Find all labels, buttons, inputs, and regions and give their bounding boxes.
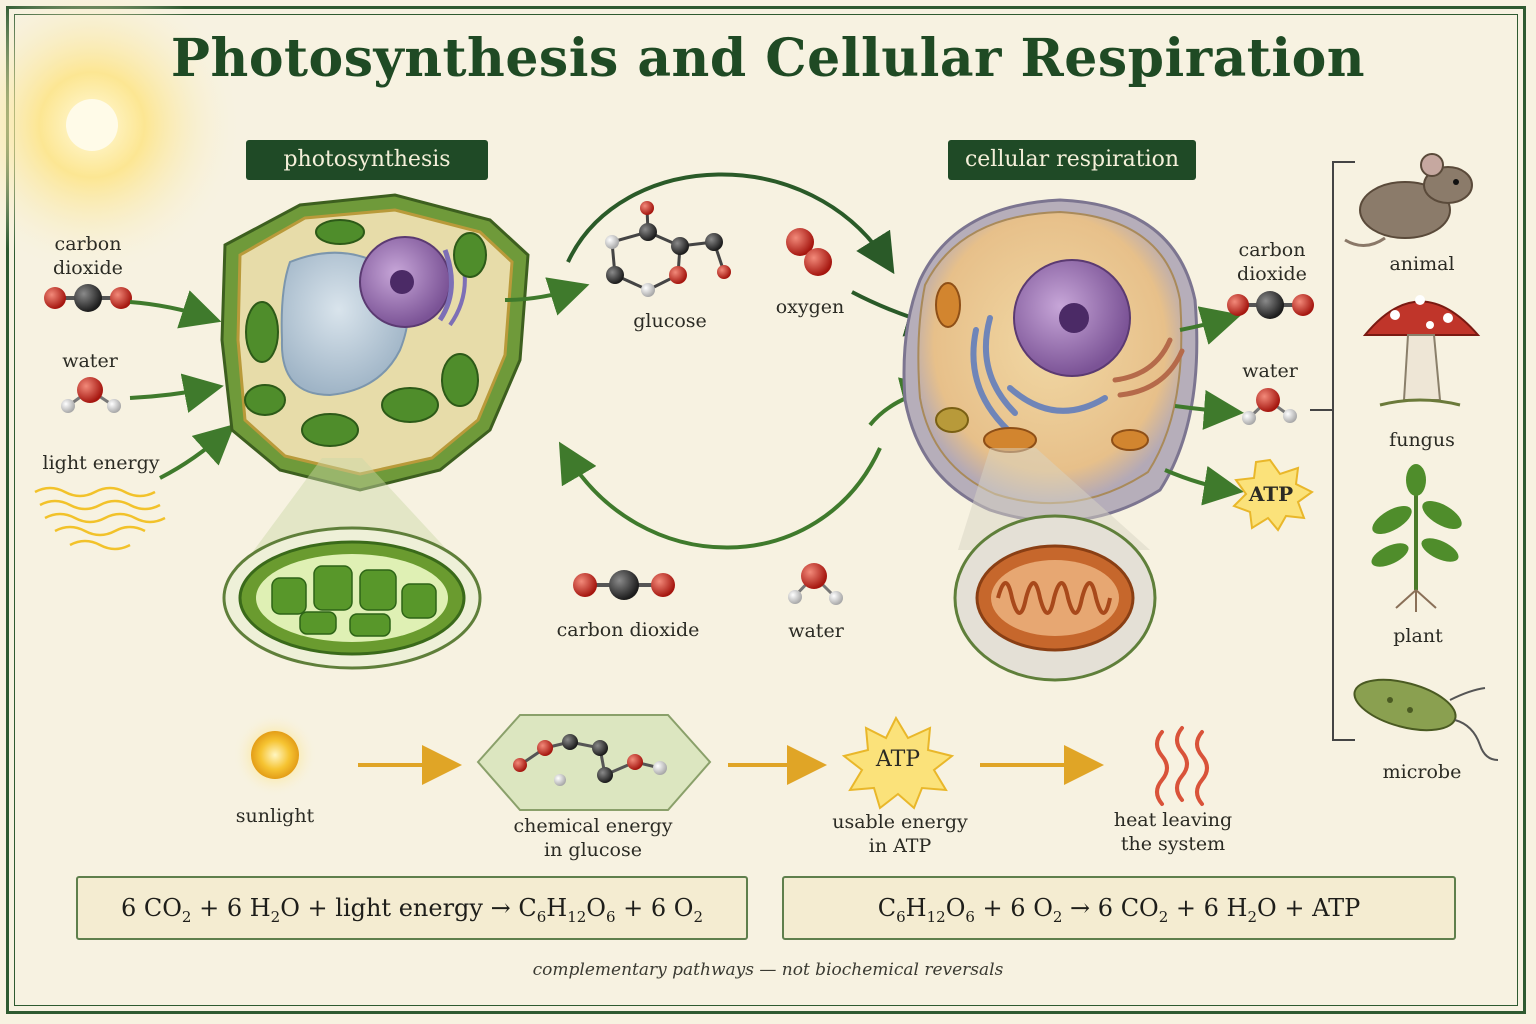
atp-energy-line1: usable energy bbox=[832, 811, 968, 833]
plant-sprout-icon bbox=[1371, 464, 1462, 612]
input-co2-label: carbon dioxide bbox=[40, 232, 136, 280]
photosynthesis-equation: 6 CO2 + 6 H2O + light energy → C6H12O6 +… bbox=[76, 876, 748, 940]
arrow-water-in bbox=[129, 373, 224, 413]
photosynthesis-banner: photosynthesis bbox=[246, 140, 488, 180]
output-water-label: water bbox=[1242, 360, 1298, 382]
page-title: Photosynthesis and Cellular Respiration bbox=[170, 28, 1366, 89]
mushroom-icon bbox=[1362, 295, 1481, 407]
footnote: complementary pathways — not biochemical… bbox=[532, 960, 1004, 980]
atp-starburst-icon bbox=[1232, 458, 1314, 532]
glucose-molecule-icon bbox=[605, 201, 731, 297]
glucose-energy-label: chemical energy in glucose bbox=[500, 814, 686, 862]
water-molecule-icon bbox=[61, 377, 121, 413]
light-waves-icon bbox=[34, 486, 166, 551]
organisms-bracket bbox=[1332, 161, 1355, 741]
arrow-co2-out bbox=[1179, 306, 1242, 345]
output-co2-line1: carbon bbox=[1238, 239, 1306, 261]
bottom-water-label: water bbox=[788, 620, 844, 642]
oxygen-molecule-icon bbox=[786, 228, 832, 276]
glucose-energy-hexagon bbox=[476, 714, 712, 811]
co2-molecule-icon bbox=[44, 284, 132, 312]
microbe-icon bbox=[1353, 678, 1499, 761]
water-molecule-bottom-icon bbox=[788, 563, 843, 605]
input-water-label: water bbox=[62, 350, 118, 372]
plant-cell-illustration bbox=[220, 193, 530, 492]
animal-cell-illustration bbox=[902, 198, 1199, 523]
sun-icon bbox=[0, 0, 242, 275]
glucose-label: glucose bbox=[633, 310, 707, 332]
heat-waves-icon bbox=[1155, 726, 1209, 806]
arrow-top-cycle bbox=[566, 172, 895, 275]
arrow-bottom-cycle bbox=[558, 441, 882, 550]
input-light-label: light energy bbox=[42, 452, 160, 474]
bottom-co2-label: carbon dioxide bbox=[556, 619, 700, 641]
atp-starburst-energy-icon bbox=[841, 715, 955, 810]
output-atp-label: ATP bbox=[1248, 482, 1294, 506]
glucose-chain-icon bbox=[513, 734, 667, 786]
organism-plant-label: plant bbox=[1393, 625, 1443, 647]
arrow-co2-in bbox=[129, 290, 222, 329]
atp-energy-badge: ATP bbox=[875, 747, 921, 772]
glucose-energy-line1: chemical energy bbox=[513, 815, 673, 837]
arrow-light-in bbox=[159, 423, 235, 480]
heat-line1: heat leaving bbox=[1113, 809, 1233, 831]
chloroplast-illustration bbox=[222, 526, 482, 670]
heat-label: heat leaving the system bbox=[1098, 808, 1248, 856]
arrow-atp-out bbox=[1164, 465, 1244, 506]
outer-frame bbox=[6, 6, 1526, 1014]
organism-animal-label: animal bbox=[1389, 253, 1455, 275]
input-co2-line1: carbon bbox=[54, 233, 122, 255]
oxygen-label: oxygen bbox=[775, 296, 845, 318]
co2-molecule-out-icon bbox=[1227, 291, 1314, 319]
output-co2-label: carbon dioxide bbox=[1222, 238, 1322, 286]
mitochondrion-illustration bbox=[953, 514, 1157, 682]
inner-frame bbox=[14, 14, 1518, 1006]
organism-microbe-label: microbe bbox=[1382, 761, 1462, 783]
input-co2-line2: dioxide bbox=[53, 257, 123, 279]
sunlight-label: sunlight bbox=[235, 805, 315, 827]
glucose-energy-line2: in glucose bbox=[544, 839, 642, 861]
mouse-icon bbox=[1344, 153, 1473, 247]
water-molecule-out-icon bbox=[1242, 388, 1297, 425]
co2-molecule-bottom-icon bbox=[573, 570, 675, 600]
respiration-equation: C6H12O6 + 6 O2 → 6 CO2 + 6 H2O + ATP bbox=[782, 876, 1456, 940]
atp-energy-label: usable energy in ATP bbox=[820, 810, 980, 858]
organism-fungus-label: fungus bbox=[1389, 429, 1455, 451]
arrow-water-out bbox=[1174, 389, 1244, 430]
sunlight-icon bbox=[251, 731, 299, 779]
arrow-glucose-out bbox=[504, 277, 590, 316]
output-co2-line2: dioxide bbox=[1237, 263, 1307, 285]
atp-energy-line2: in ATP bbox=[868, 835, 932, 857]
heat-line2: the system bbox=[1120, 833, 1226, 855]
respiration-banner: cellular respiration bbox=[948, 140, 1196, 180]
